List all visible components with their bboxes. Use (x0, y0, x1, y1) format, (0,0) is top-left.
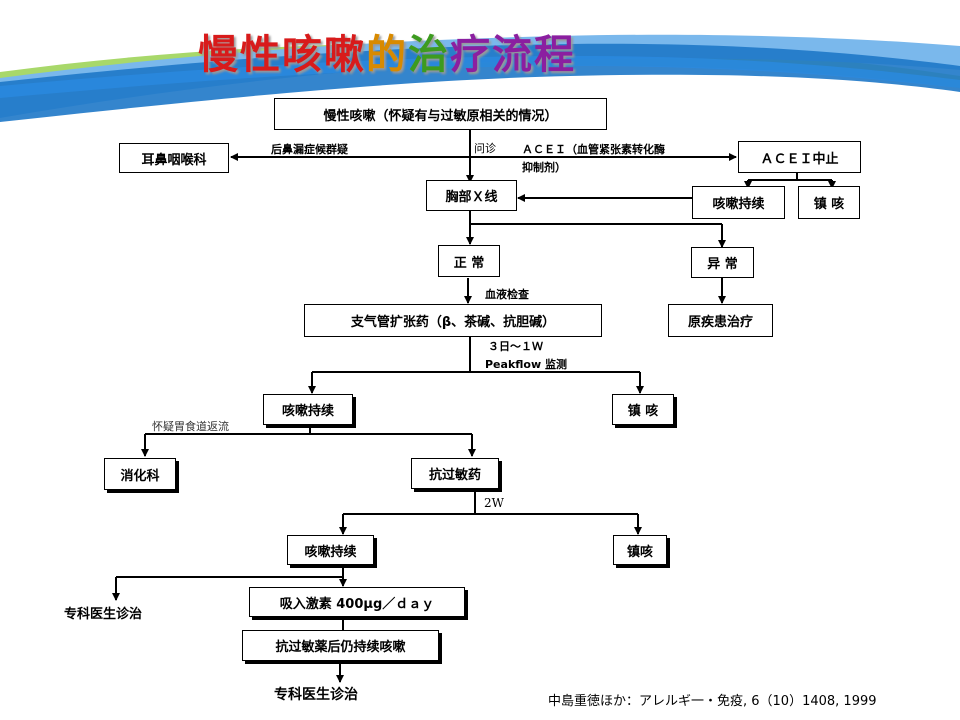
label-specialist-2: 专科医生诊治 (274, 687, 358, 703)
box-chest-xray: 胸部Ｘ线 (426, 180, 517, 211)
box-chronic-cough: 慢性咳嗽（怀疑有与过敏原相关的情况） (274, 98, 607, 130)
box-antitussive-3: 镇咳 (613, 535, 667, 565)
label-peakflow: Peakflow 监测 (485, 358, 567, 371)
box-normal: 正 常 (438, 245, 500, 277)
label-ace-inhibitor-2: 抑制剂） (522, 161, 566, 174)
title-char: 嗽 (324, 32, 366, 78)
box-ace-stop: ＡＣＥＩ中止 (738, 141, 861, 173)
box-primary-treatment: 原疾患治疗 (668, 304, 773, 337)
label-duration: ３日～１Ｗ (488, 340, 543, 353)
box-bronchodilator: 支气管扩张药（β、茶碱、抗胆碱） (304, 304, 602, 337)
title-char: 慢 (198, 32, 240, 78)
title-char: 流 (492, 32, 534, 78)
title-char: 咳 (282, 32, 324, 78)
title-char: 性 (240, 32, 282, 78)
label-blood-test: 血液检查 (485, 288, 529, 301)
box-abnormal: 异 常 (691, 247, 754, 278)
title-char: 疗 (450, 32, 492, 78)
citation: 中島重徳ほか：アレルギ一・免疫, 6（10）1408, 1999 (548, 694, 877, 709)
box-antitussive-1: 镇 咳 (798, 186, 860, 219)
box-persist-after-antiallergic: 抗过敏薬后仍持续咳嗽 (242, 630, 439, 661)
box-inhaled-steroid: 吸入激素 400μg／ｄａｙ (249, 587, 465, 617)
box-cough-persist-2: 咳嗽持续 (263, 394, 353, 425)
title-char: 治 (408, 32, 450, 78)
label-interview: 问诊 (474, 142, 496, 155)
label-gerd-suspect: 怀疑胃食道返流 (152, 420, 229, 433)
page-title: 慢性咳嗽的治疗流程 (198, 22, 576, 80)
box-digestive: 消化科 (104, 458, 176, 490)
title-char: 程 (534, 32, 576, 78)
box-antitussive-2: 镇 咳 (612, 394, 674, 425)
box-antiallergic: 抗过敏药 (411, 458, 499, 489)
box-ent: 耳鼻咽喉科 (119, 143, 229, 173)
label-postnasal: 后鼻漏症候群疑 (271, 143, 348, 156)
label-specialist-1: 专科医生诊治 (64, 607, 143, 622)
label-ace-inhibitor-1: ＡＣＥＩ（血管紧张素转化酶 (522, 143, 665, 156)
box-cough-persist-1: 咳嗽持续 (692, 186, 785, 219)
title-char: 的 (366, 32, 408, 78)
label-two-weeks: 2W (484, 496, 504, 510)
box-cough-persist-3: 咳嗽持续 (287, 535, 374, 565)
